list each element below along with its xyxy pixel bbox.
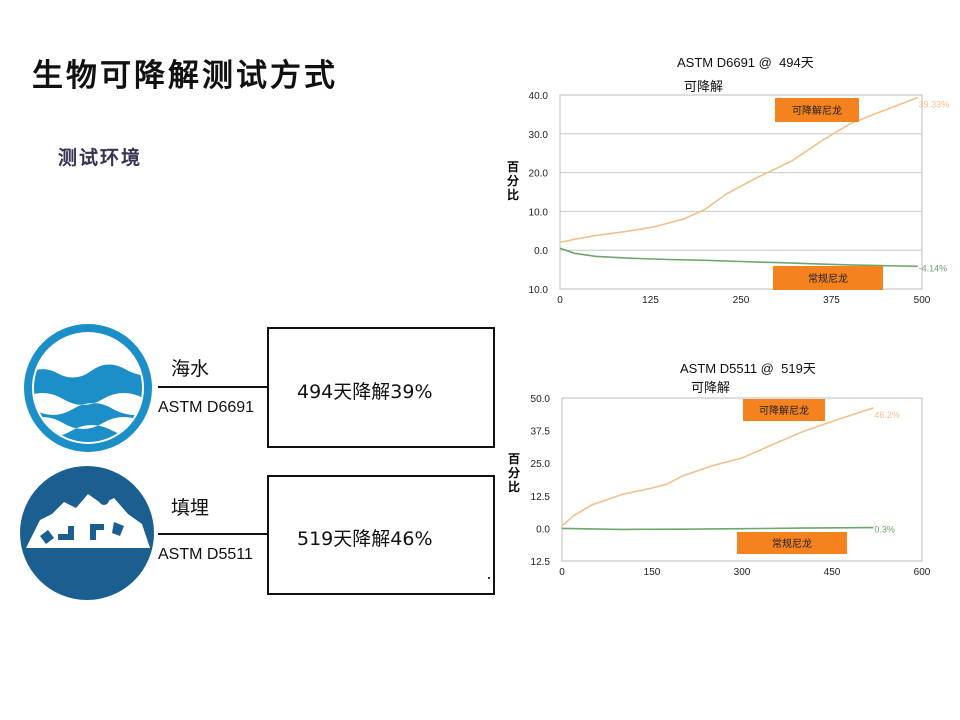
chart2-series-name-box-0 — [743, 399, 825, 421]
chart1-y-tick-label: 40.0 — [529, 91, 549, 102]
env-standard-sea: ASTM D6691 — [158, 399, 255, 416]
connector-line — [158, 386, 268, 388]
chart2-series-end-label-0: 46.2% — [874, 410, 900, 420]
chart1-y-tick-label: 10.0 — [529, 207, 549, 218]
chart1-series-name-0: 可降解尼龙 — [792, 104, 842, 117]
chart2-series-line-0 — [561, 407, 874, 527]
env-name-sea: 海水 — [171, 358, 210, 380]
chart1-x-tick-label: 250 — [733, 295, 750, 306]
chart1-ylabel: 百分比 — [506, 160, 519, 202]
chart2-title-days: 519天 — [781, 361, 816, 376]
chart1-series-name-box-0 — [775, 98, 859, 122]
chart2-x-tick-label: 600 — [914, 567, 931, 578]
result-box-landfill — [267, 475, 495, 595]
chart1-x-tick-label: 125 — [642, 295, 659, 306]
chart1-x-tick-label: 375 — [823, 295, 840, 306]
chart2-x-tick-label: 450 — [824, 567, 841, 578]
chart2-title: ASTM D5511 @ 519天 — [680, 358, 816, 377]
chart2-subtitle: 可降解 — [691, 381, 731, 396]
chart1-series-name-box-1 — [773, 266, 883, 290]
chart2-series-name-0: 可降解尼龙 — [759, 404, 809, 417]
chart1-x-tick-label: 500 — [914, 295, 931, 306]
chart1-y-tick-label: 0.0 — [534, 246, 548, 257]
chart2-x-tick-label: 0 — [559, 567, 565, 578]
chart1-title-standard: ASTM D6691 @ — [677, 55, 772, 70]
result-text-sea: 494天降解39% — [297, 381, 433, 403]
chart1-series-end-label-1: -4.14% — [919, 263, 948, 273]
chart1-title: ASTM D6691 @ 494天 — [677, 52, 814, 71]
chart1-series-line-1 — [559, 247, 918, 268]
stray-mark — [488, 577, 490, 579]
result-text-landfill: 519天降解46% — [297, 528, 433, 550]
chart1-series-name-1: 常规尼龙 — [808, 272, 848, 285]
chart1-x-tick-label: 0 — [557, 295, 563, 306]
chart2-y-tick-label: 50.0 — [531, 394, 551, 405]
chart1-y-tick-label: 10.0 — [529, 285, 549, 296]
section-subtitle: 测试环境 — [58, 147, 143, 169]
connector-line — [158, 533, 268, 535]
chart2-series-end-label-1: 0.3% — [874, 525, 895, 535]
chart1-series-line-0 — [559, 96, 918, 244]
chart1-y-tick-label: 20.0 — [529, 169, 549, 180]
chart2-ylabel: 百分比 — [507, 452, 520, 494]
chart2-y-tick-label: 0.0 — [536, 524, 550, 535]
env-name-landfill: 填埋 — [171, 497, 210, 519]
chart2-series-line-1 — [561, 526, 874, 531]
chart2-y-tick-label: 12.5 — [531, 557, 551, 568]
chart2-x-tick-label: 150 — [644, 567, 661, 578]
chart2-title-standard: ASTM D5511 @ — [680, 361, 774, 376]
page-title: 生物可降解测试方式 — [32, 58, 338, 94]
chart2-y-tick-label: 37.5 — [531, 427, 551, 438]
chart1-plot-frame — [559, 94, 923, 290]
landfill-icon — [20, 466, 154, 600]
result-box-sea — [267, 327, 495, 448]
chart1-title-days: 494天 — [779, 55, 814, 70]
chart1-y-tick-label: 30.0 — [529, 130, 549, 141]
chart2-y-tick-label: 25.0 — [531, 459, 551, 470]
env-standard-landfill: ASTM D5511 — [158, 546, 253, 563]
chart1-subtitle: 可降解 — [684, 80, 724, 95]
ocean-waves-icon — [24, 324, 152, 452]
chart1-series-end-label-0: 39.33% — [919, 100, 950, 110]
chart2-y-tick-label: 12.5 — [531, 492, 551, 503]
chart2-x-tick-label: 300 — [734, 567, 751, 578]
chart2-series-name-1: 常规尼龙 — [772, 537, 812, 550]
chart2-series-name-box-1 — [737, 532, 847, 554]
